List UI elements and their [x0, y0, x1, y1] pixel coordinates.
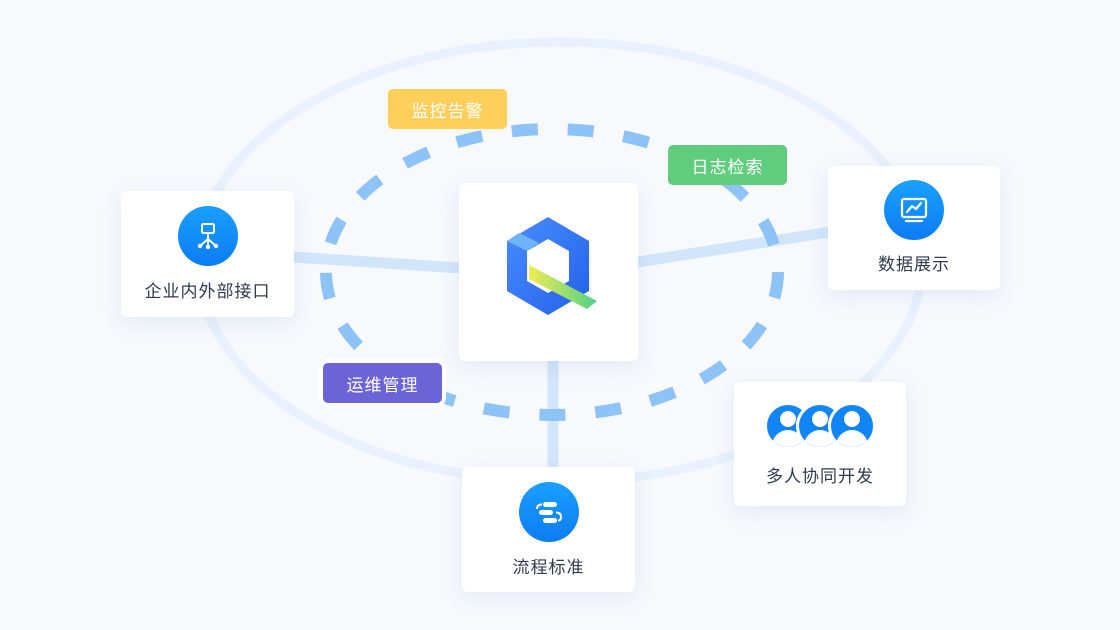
hierarchy-icon — [178, 206, 238, 266]
node-interface[interactable]: 企业内外部接口 — [121, 191, 294, 317]
connector-interface — [292, 251, 461, 274]
node-display[interactable]: 数据展示 — [828, 166, 1000, 290]
person-avatar-icon — [828, 402, 876, 450]
tag-monitor-alert[interactable]: 监控告警 — [388, 89, 507, 129]
dashed-ring — [320, 123, 784, 421]
tag-log-search[interactable]: 日志检索 — [668, 145, 787, 185]
node-interface-label: 企业内外部接口 — [144, 282, 271, 301]
connector-display — [637, 226, 831, 268]
center-card — [459, 183, 638, 361]
tag-ops-management[interactable]: 运维管理 — [323, 363, 442, 403]
people-group-icon — [764, 402, 878, 450]
node-collab-label: 多人协同开发 — [766, 467, 874, 486]
node-process-label: 流程标准 — [512, 558, 585, 577]
node-collab[interactable]: 多人协同开发 — [734, 382, 906, 506]
flow-steps-icon — [519, 482, 579, 542]
product-logo-icon — [507, 217, 597, 315]
node-process[interactable]: 流程标准 — [462, 467, 635, 592]
monitor-chart-icon — [884, 180, 944, 240]
node-display-label: 数据展示 — [878, 255, 950, 274]
